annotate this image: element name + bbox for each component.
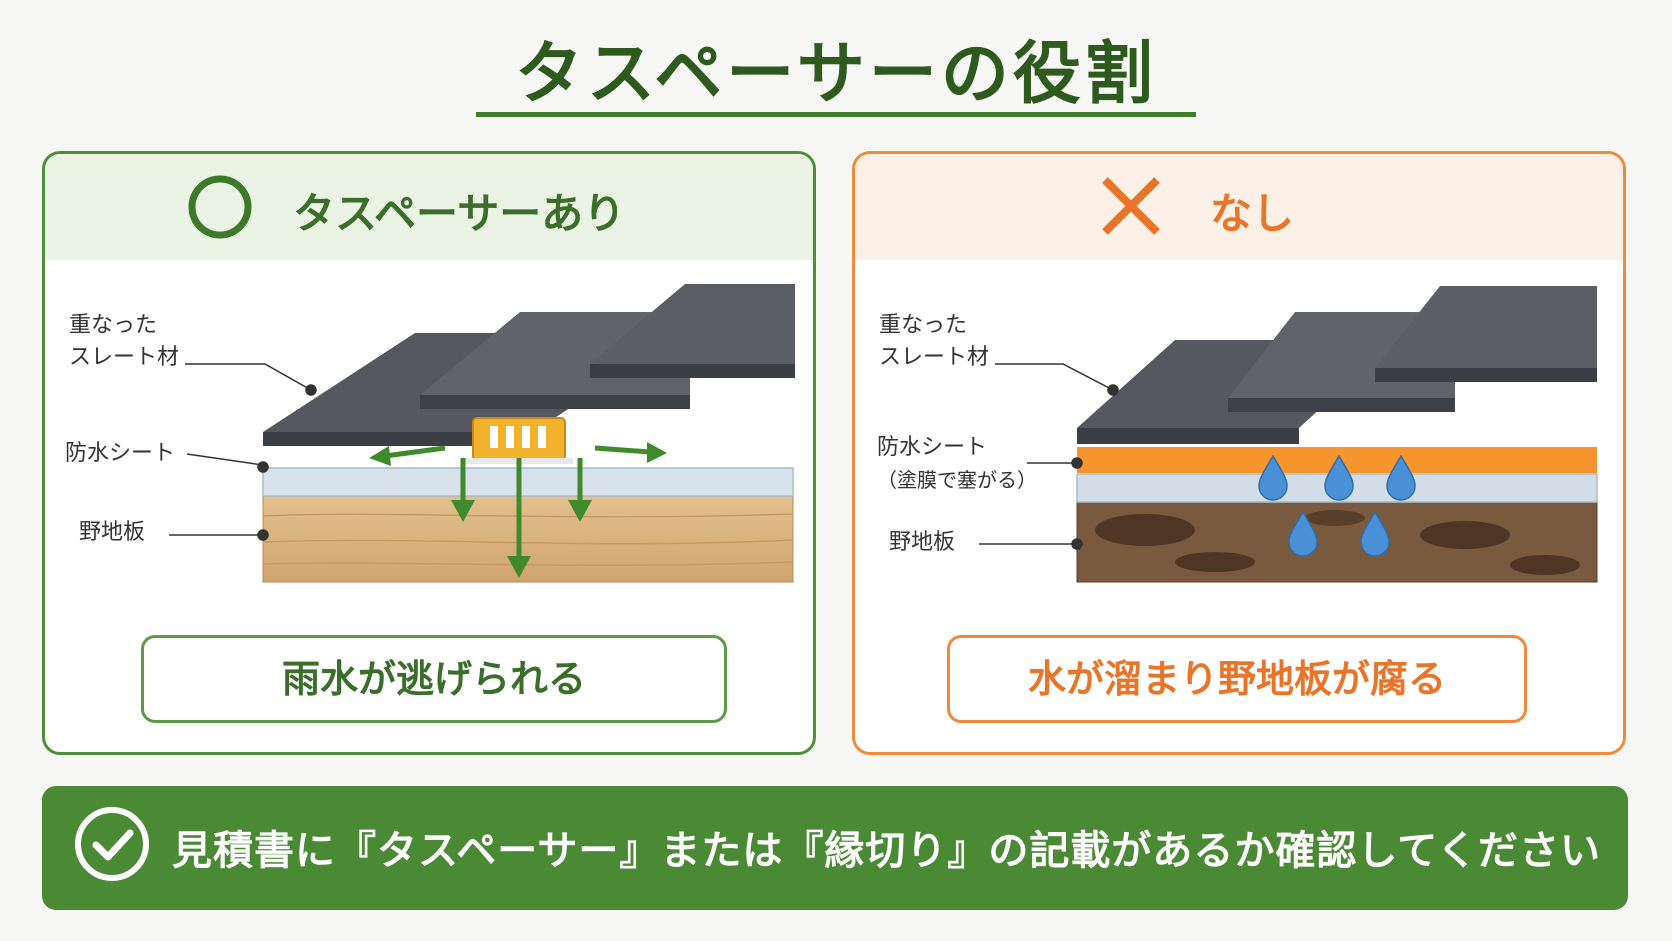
label-sheet: 防水シート （塗膜で塞がる） xyxy=(877,432,1037,496)
roof-diagram-with xyxy=(169,284,795,583)
slate-3 xyxy=(590,284,795,364)
taspacer-icon xyxy=(472,417,566,461)
label-board: 野地板 xyxy=(889,530,956,555)
result-without: 水が溜まり野地板が腐る xyxy=(947,635,1527,723)
label-slate: 重なった スレート材 xyxy=(69,310,179,374)
cross-icon xyxy=(1102,177,1160,235)
label-slate-line1: 重なった xyxy=(69,313,158,338)
label-slate-line1: 重なった xyxy=(879,313,968,338)
result-with: 雨水が逃げられる xyxy=(141,635,727,723)
label-slate: 重なった スレート材 xyxy=(879,310,989,374)
label-sheet-line1: 防水シート xyxy=(877,435,988,460)
panel-header-without: なし xyxy=(855,154,1623,260)
board-layer xyxy=(262,495,794,583)
bottom-message: 見積書に『タスペーサー』または『縁切り』の記載があるか確認してください xyxy=(172,828,1601,874)
slate-3 xyxy=(1375,286,1597,368)
roof-diagram-without xyxy=(979,286,1598,583)
label-slate-line2: スレート材 xyxy=(69,345,180,370)
title-underline xyxy=(476,112,1196,117)
label-sheet: 防水シート xyxy=(65,441,176,466)
circle-icon xyxy=(188,175,252,239)
panel-header-with: タスペーサーあり xyxy=(45,154,813,260)
label-sheet-line2: （塗膜で塞がる） xyxy=(877,468,1037,492)
page-title: タスペーサーの役割 xyxy=(515,35,1157,114)
bottom-message-bar: 見積書に『タスペーサー』または『縁切り』の記載があるか確認してください xyxy=(42,786,1628,910)
label-board: 野地板 xyxy=(79,520,146,545)
panel-header-label: タスペーサーあり xyxy=(293,189,626,238)
panel-with-taspacer: タスペーサーあり xyxy=(42,151,816,755)
panel-without-taspacer: なし xyxy=(852,151,1626,755)
water-drops xyxy=(1258,454,1416,557)
sheet-layer xyxy=(262,467,794,497)
check-circle-icon xyxy=(75,807,149,881)
label-slate-line2: スレート材 xyxy=(879,345,990,370)
panel-header-label: なし xyxy=(1210,189,1295,238)
